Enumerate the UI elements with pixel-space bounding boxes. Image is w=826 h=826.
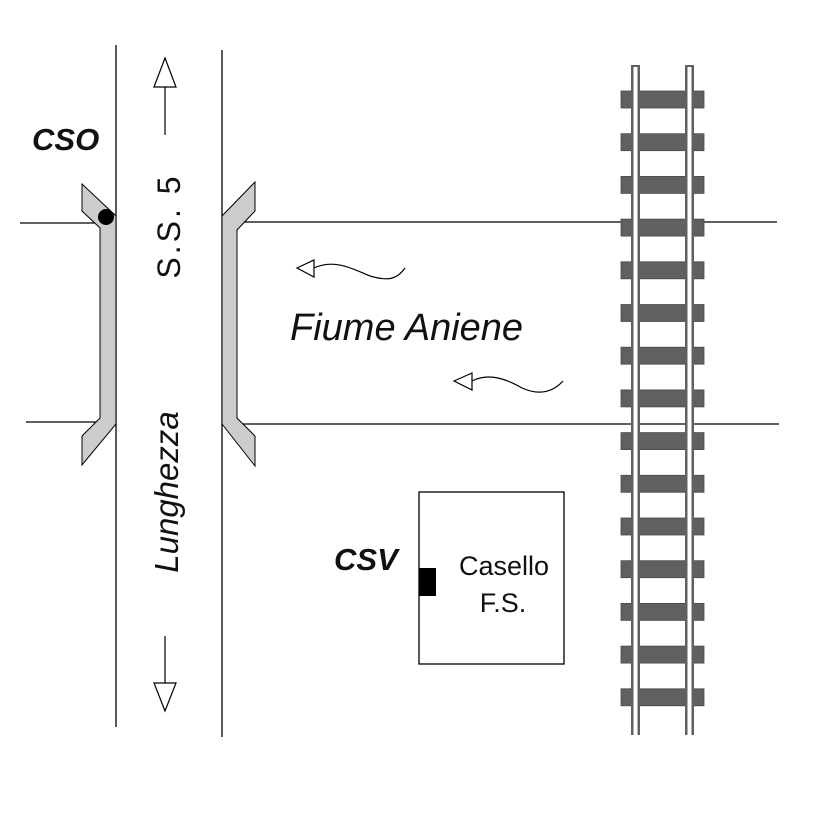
railway-tie — [620, 175, 705, 194]
railway-tie — [620, 389, 705, 408]
railway-tie — [620, 517, 705, 536]
railway-tie — [620, 90, 705, 109]
rail-highlight — [687, 67, 692, 735]
railway-track — [620, 65, 705, 735]
railway-tie — [620, 261, 705, 280]
railway-tie — [620, 432, 705, 451]
railway-tie — [620, 688, 705, 707]
railway-tie — [620, 645, 705, 664]
rail-highlight — [633, 67, 638, 735]
river-flow-arrow-upper-icon — [295, 259, 406, 280]
town-label: Lunghezza — [148, 411, 185, 572]
railway-tie — [620, 474, 705, 493]
river-name-label: Fiume Aniene — [290, 307, 523, 349]
railway-tie — [620, 218, 705, 237]
building-label-line1: Casello — [459, 551, 549, 581]
cso-label: CSO — [32, 122, 99, 157]
csv-label: CSV — [334, 542, 400, 577]
bridge-parapet-left — [81, 182, 117, 467]
railway-tie — [620, 560, 705, 579]
railway-tie — [620, 603, 705, 621]
cso-marker[interactable] — [98, 209, 114, 225]
road-arrow-up-icon — [153, 56, 177, 135]
railway-tie — [620, 133, 705, 152]
road-arrow-down-icon — [153, 636, 177, 713]
railway-tie — [620, 304, 705, 322]
building-label-line2: F.S. — [480, 588, 527, 618]
road-name-label: S.S. 5 — [151, 173, 187, 278]
bridge-parapet-right — [221, 180, 256, 468]
river-flow-arrow-lower-icon — [452, 372, 564, 393]
csv-marker[interactable] — [419, 568, 436, 596]
railway-tie — [620, 346, 705, 365]
building-casello[interactable] — [418, 491, 565, 665]
